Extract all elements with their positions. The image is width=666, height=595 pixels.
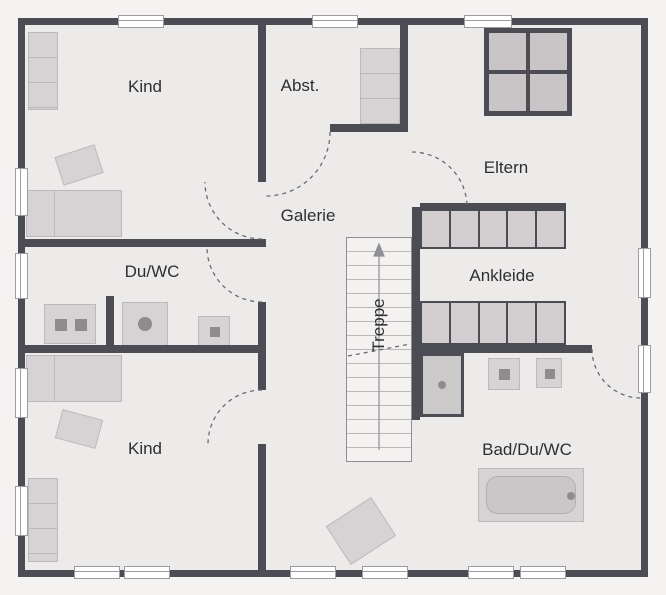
bed-panel: [530, 33, 567, 70]
closet-cell: [537, 211, 564, 247]
room-label-kind-top: Kind: [127, 77, 163, 96]
closet-row: [420, 301, 566, 345]
closet-row: [420, 203, 566, 249]
window: [124, 566, 170, 579]
toilet: [122, 302, 168, 346]
interior-wall: [258, 353, 266, 390]
bathtub: [478, 468, 584, 522]
window: [638, 345, 651, 393]
child-bed: [26, 190, 122, 237]
closet-cell: [422, 303, 449, 343]
interior-wall: [330, 124, 408, 132]
storage-shelf: [360, 48, 400, 124]
basin-dot: [210, 327, 220, 337]
window: [15, 253, 28, 299]
closet-cell: [508, 303, 536, 343]
interior-wall: [412, 345, 592, 353]
window: [362, 566, 408, 579]
closet-cell: [450, 211, 478, 247]
bed-panel: [530, 74, 567, 111]
window: [74, 566, 120, 579]
room-label-eltern: Eltern: [483, 158, 529, 177]
room-label-kind-bottom: Kind: [127, 439, 163, 458]
window: [520, 566, 566, 579]
window: [468, 566, 514, 579]
interior-wall: [400, 18, 408, 132]
child-bed: [26, 355, 122, 402]
interior-wall: [258, 302, 266, 353]
closet-cell: [479, 211, 507, 247]
wardrobe: [28, 32, 58, 110]
window: [312, 15, 358, 28]
window: [638, 248, 651, 298]
toilet-seat-dot: [138, 317, 152, 331]
bathtub-basin: [486, 476, 576, 514]
basin-dot: [75, 319, 87, 331]
wardrobe: [28, 478, 58, 562]
interior-wall: [18, 345, 266, 353]
double-washbasin: [536, 358, 562, 388]
drain-dot: [438, 381, 446, 389]
interior-wall: [258, 18, 266, 130]
shower: [420, 353, 464, 417]
room-label-abst: Abst.: [280, 76, 320, 95]
interior-wall: [18, 239, 266, 247]
room-label-galerie: Galerie: [280, 206, 336, 225]
sink: [198, 316, 230, 346]
drain-dot: [567, 492, 575, 500]
basin-dot: [55, 319, 67, 331]
interior-wall: [258, 444, 266, 577]
window: [15, 486, 28, 536]
basin-dot: [545, 369, 555, 379]
window: [118, 15, 164, 28]
window: [464, 15, 512, 28]
window: [15, 168, 28, 216]
washbasin: [44, 304, 96, 344]
interior-wall: [412, 207, 420, 420]
closet-cell: [450, 303, 478, 343]
basin-dot: [499, 369, 510, 380]
closet-cell: [508, 211, 536, 247]
room-label-ankleide: Ankleide: [469, 266, 535, 285]
room-label-du-wc: Du/WC: [124, 262, 180, 281]
room-label-bad-du-wc: Bad/Du/WC: [482, 440, 572, 459]
room-label-treppe: Treppe: [369, 298, 388, 352]
window: [15, 368, 28, 418]
bed-panel: [489, 74, 526, 111]
window: [290, 566, 336, 579]
parents-bed: [484, 28, 572, 116]
interior-wall: [258, 130, 266, 182]
double-washbasin: [488, 358, 520, 390]
closet-cell: [537, 303, 564, 343]
bed-panel: [489, 33, 526, 70]
closet-cell: [479, 303, 507, 343]
closet-cell: [422, 211, 449, 247]
interior-wall: [106, 296, 114, 353]
